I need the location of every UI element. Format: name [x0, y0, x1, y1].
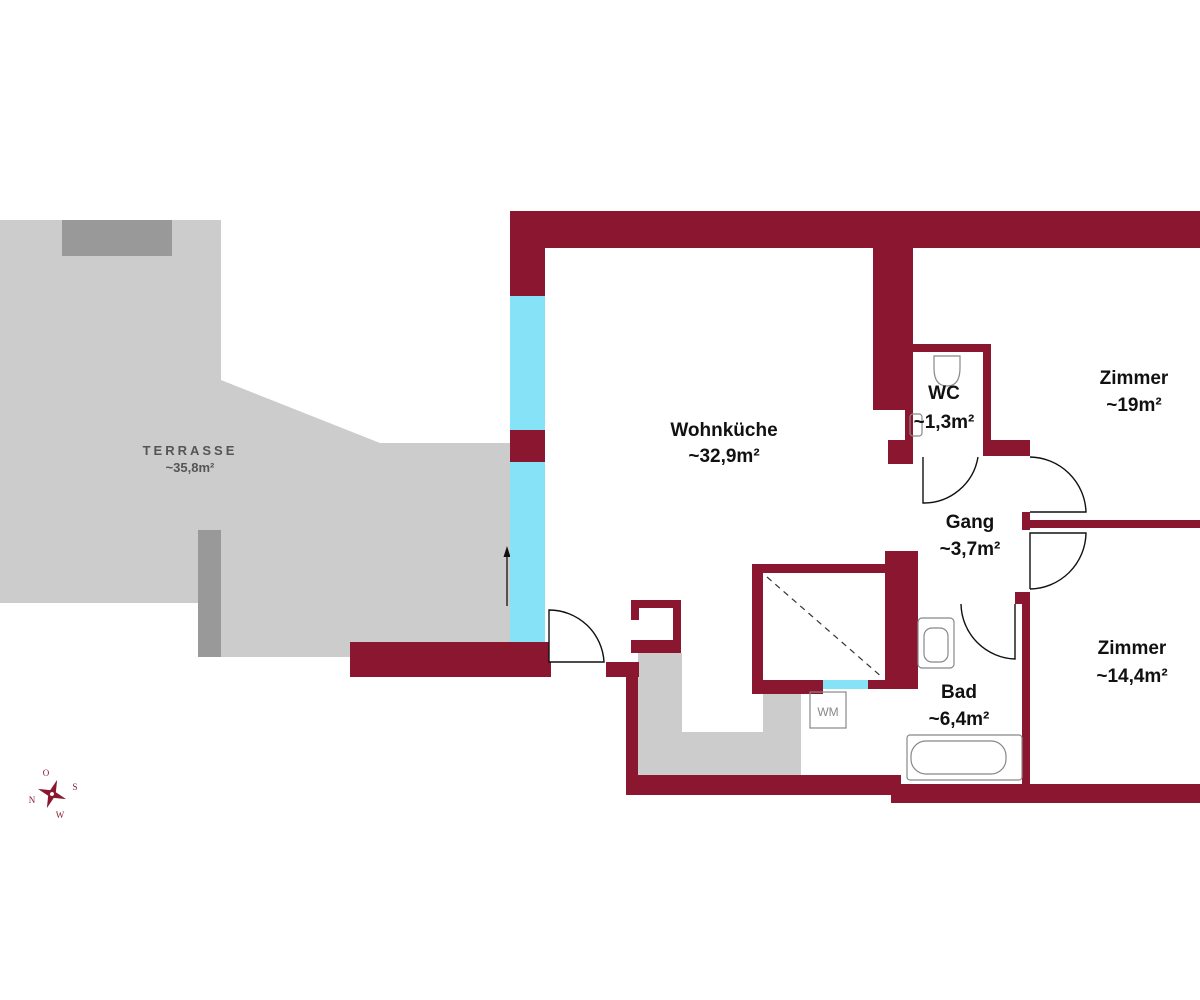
wall-storage-left-stub: [631, 600, 639, 620]
bad-sink-basin: [923, 627, 949, 663]
washing-machine-label: WM: [817, 705, 838, 719]
room-name-zimmer-1: Zimmer: [1100, 368, 1169, 389]
room-name-gang: Gang: [946, 512, 995, 533]
window-bad: [823, 680, 868, 689]
wall-wc-right: [983, 344, 991, 448]
terrace-area: ~35,8m²: [166, 460, 215, 475]
room-name-bad: Bad: [941, 682, 977, 703]
compass-label-north: N: [29, 795, 36, 805]
terrace-floor: [0, 220, 510, 657]
doors: [548, 456, 1087, 663]
wc-toilet-icon: [933, 355, 961, 387]
wall-top: [510, 211, 1200, 248]
terrace-bench: [198, 530, 221, 657]
bathtub-icon: [906, 734, 1023, 781]
room-name-wohnkueche: Wohnküche: [670, 420, 777, 441]
labels: TERRASSE ~35,8m² Wohnküche ~32,9m² WC ~1…: [143, 368, 1169, 730]
entrance-arrow-icon: [503, 546, 511, 557]
room-area-zimmer-2: ~14,4m²: [1096, 666, 1167, 687]
wall-bottom-right: [891, 784, 1200, 803]
wall-shaft-top: [752, 564, 888, 573]
door-zimmer-1: [1029, 456, 1087, 513]
wall-wc-bottom-right: [983, 440, 1030, 456]
wall-wc-top: [905, 344, 991, 352]
room-area-zimmer-1: ~19m²: [1106, 395, 1161, 416]
wall-bad-right: [1022, 592, 1030, 785]
wall-storage-left: [626, 662, 638, 795]
compass-rose-icon: [37, 779, 67, 809]
windows: [510, 296, 868, 689]
walls: [350, 211, 1200, 803]
fixtures: [766, 355, 1023, 781]
room-area-wohnkueche: ~32,9m²: [688, 446, 759, 467]
room-area-bad: ~6,4m²: [929, 709, 990, 730]
wall-shaft-bottom-left: [752, 680, 823, 694]
compass-label-east: O: [43, 768, 50, 778]
compass-center: [50, 792, 54, 796]
compass-label-south: S: [72, 782, 77, 792]
wall-left-upper: [510, 211, 545, 296]
door-wc: [922, 456, 979, 504]
wall-bad-column: [885, 551, 918, 689]
storage-floor: [638, 653, 801, 775]
bathtub-basin: [910, 740, 1007, 775]
wall-left-mullion: [510, 430, 545, 462]
wall-storage-right: [673, 600, 681, 653]
washing-machine-icon: [809, 691, 847, 729]
wall-terrace-bottom: [350, 642, 551, 677]
window-living-upper: [510, 296, 545, 430]
terrace: [0, 220, 511, 657]
wall-rooms-divider: [1022, 520, 1200, 528]
wall-wc-left: [905, 344, 913, 448]
bad-sink-icon: [917, 617, 955, 669]
window-living-lower: [510, 462, 545, 642]
terrace-planter: [62, 220, 172, 256]
room-name-wc: WC: [928, 383, 960, 404]
door-bad: [960, 603, 1016, 660]
wall-bottom-left: [626, 775, 901, 795]
room-area-wc: ~1,3m²: [914, 412, 975, 433]
wc-sink-icon: [909, 413, 923, 437]
room-name-zimmer-2: Zimmer: [1098, 638, 1167, 659]
room-area-gang: ~3,7m²: [940, 539, 1001, 560]
door-zimmer-2: [1029, 532, 1087, 590]
wall-storage-inner: [631, 640, 681, 653]
door-entrance: [548, 609, 605, 663]
wall-storage-top: [631, 600, 681, 608]
compass-label-west: W: [56, 810, 65, 820]
wall-gang-stub-top: [1022, 440, 1030, 456]
terrace-name: TERRASSE: [143, 443, 238, 458]
shaft-diagonal: [766, 576, 884, 679]
wall-shaft-left: [752, 564, 763, 694]
wall-wc-bottom-left: [888, 440, 913, 464]
